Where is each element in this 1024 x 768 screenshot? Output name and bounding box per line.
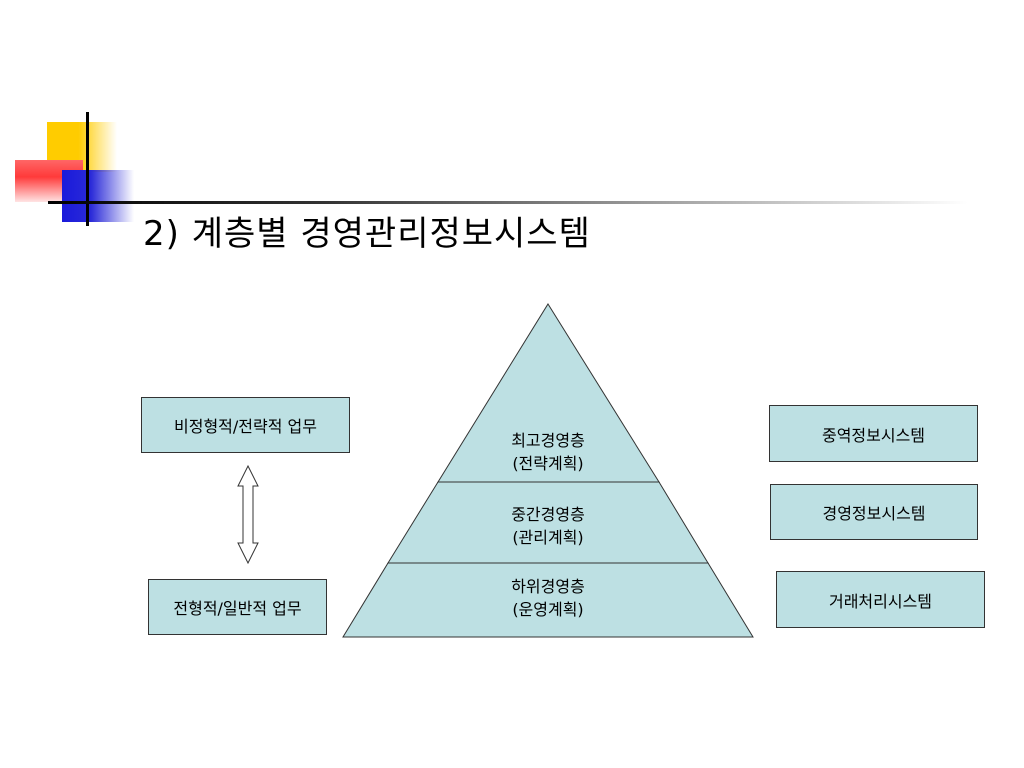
tier-plan: (운영계획)	[512, 600, 584, 619]
tier-label-top: 최고경영층 (전략계획)	[478, 429, 618, 475]
blue-square-decoration	[62, 170, 134, 222]
tier-name: 하위경영층	[511, 577, 585, 596]
tier-label-bottom: 하위경영층 (운영계획)	[478, 575, 618, 621]
transaction-system-box: 거래처리시스템	[776, 571, 985, 628]
management-system-box: 경영정보시스템	[770, 484, 978, 540]
tier-plan: (관리계획)	[512, 528, 584, 547]
tier-name: 중간경영층	[511, 505, 585, 524]
vertical-rule	[86, 112, 89, 226]
routine-work-box: 전형적/일반적 업무	[148, 579, 327, 635]
nonroutine-work-box: 비정형적/전략적 업무	[141, 397, 350, 453]
executive-system-box: 중역정보시스템	[769, 405, 978, 462]
title-underline	[48, 201, 968, 204]
double-arrow-icon	[237, 464, 259, 565]
tier-plan: (전략계획)	[512, 454, 584, 473]
page-title: 2) 계층별 경영관리정보시스템	[143, 214, 591, 254]
pyramid-tier-bottom	[342, 562, 754, 638]
tier-name: 최고경영층	[511, 431, 585, 450]
tier-label-middle: 중간경영층 (관리계획)	[478, 503, 618, 549]
